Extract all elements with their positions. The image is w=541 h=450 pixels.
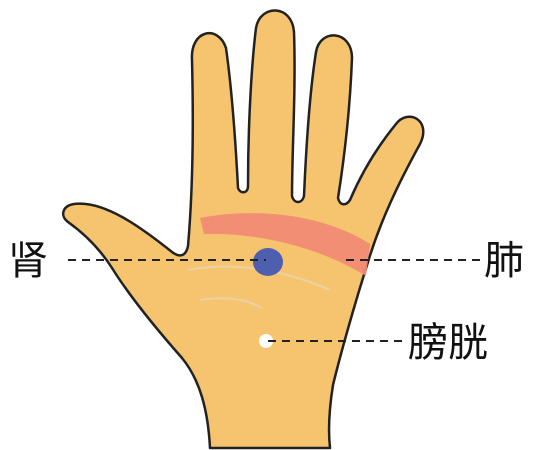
kidney-point	[253, 248, 283, 276]
label-lung: 肺	[484, 238, 524, 284]
label-bladder: 膀胱	[408, 320, 488, 366]
label-kidney: 肾	[8, 238, 48, 284]
